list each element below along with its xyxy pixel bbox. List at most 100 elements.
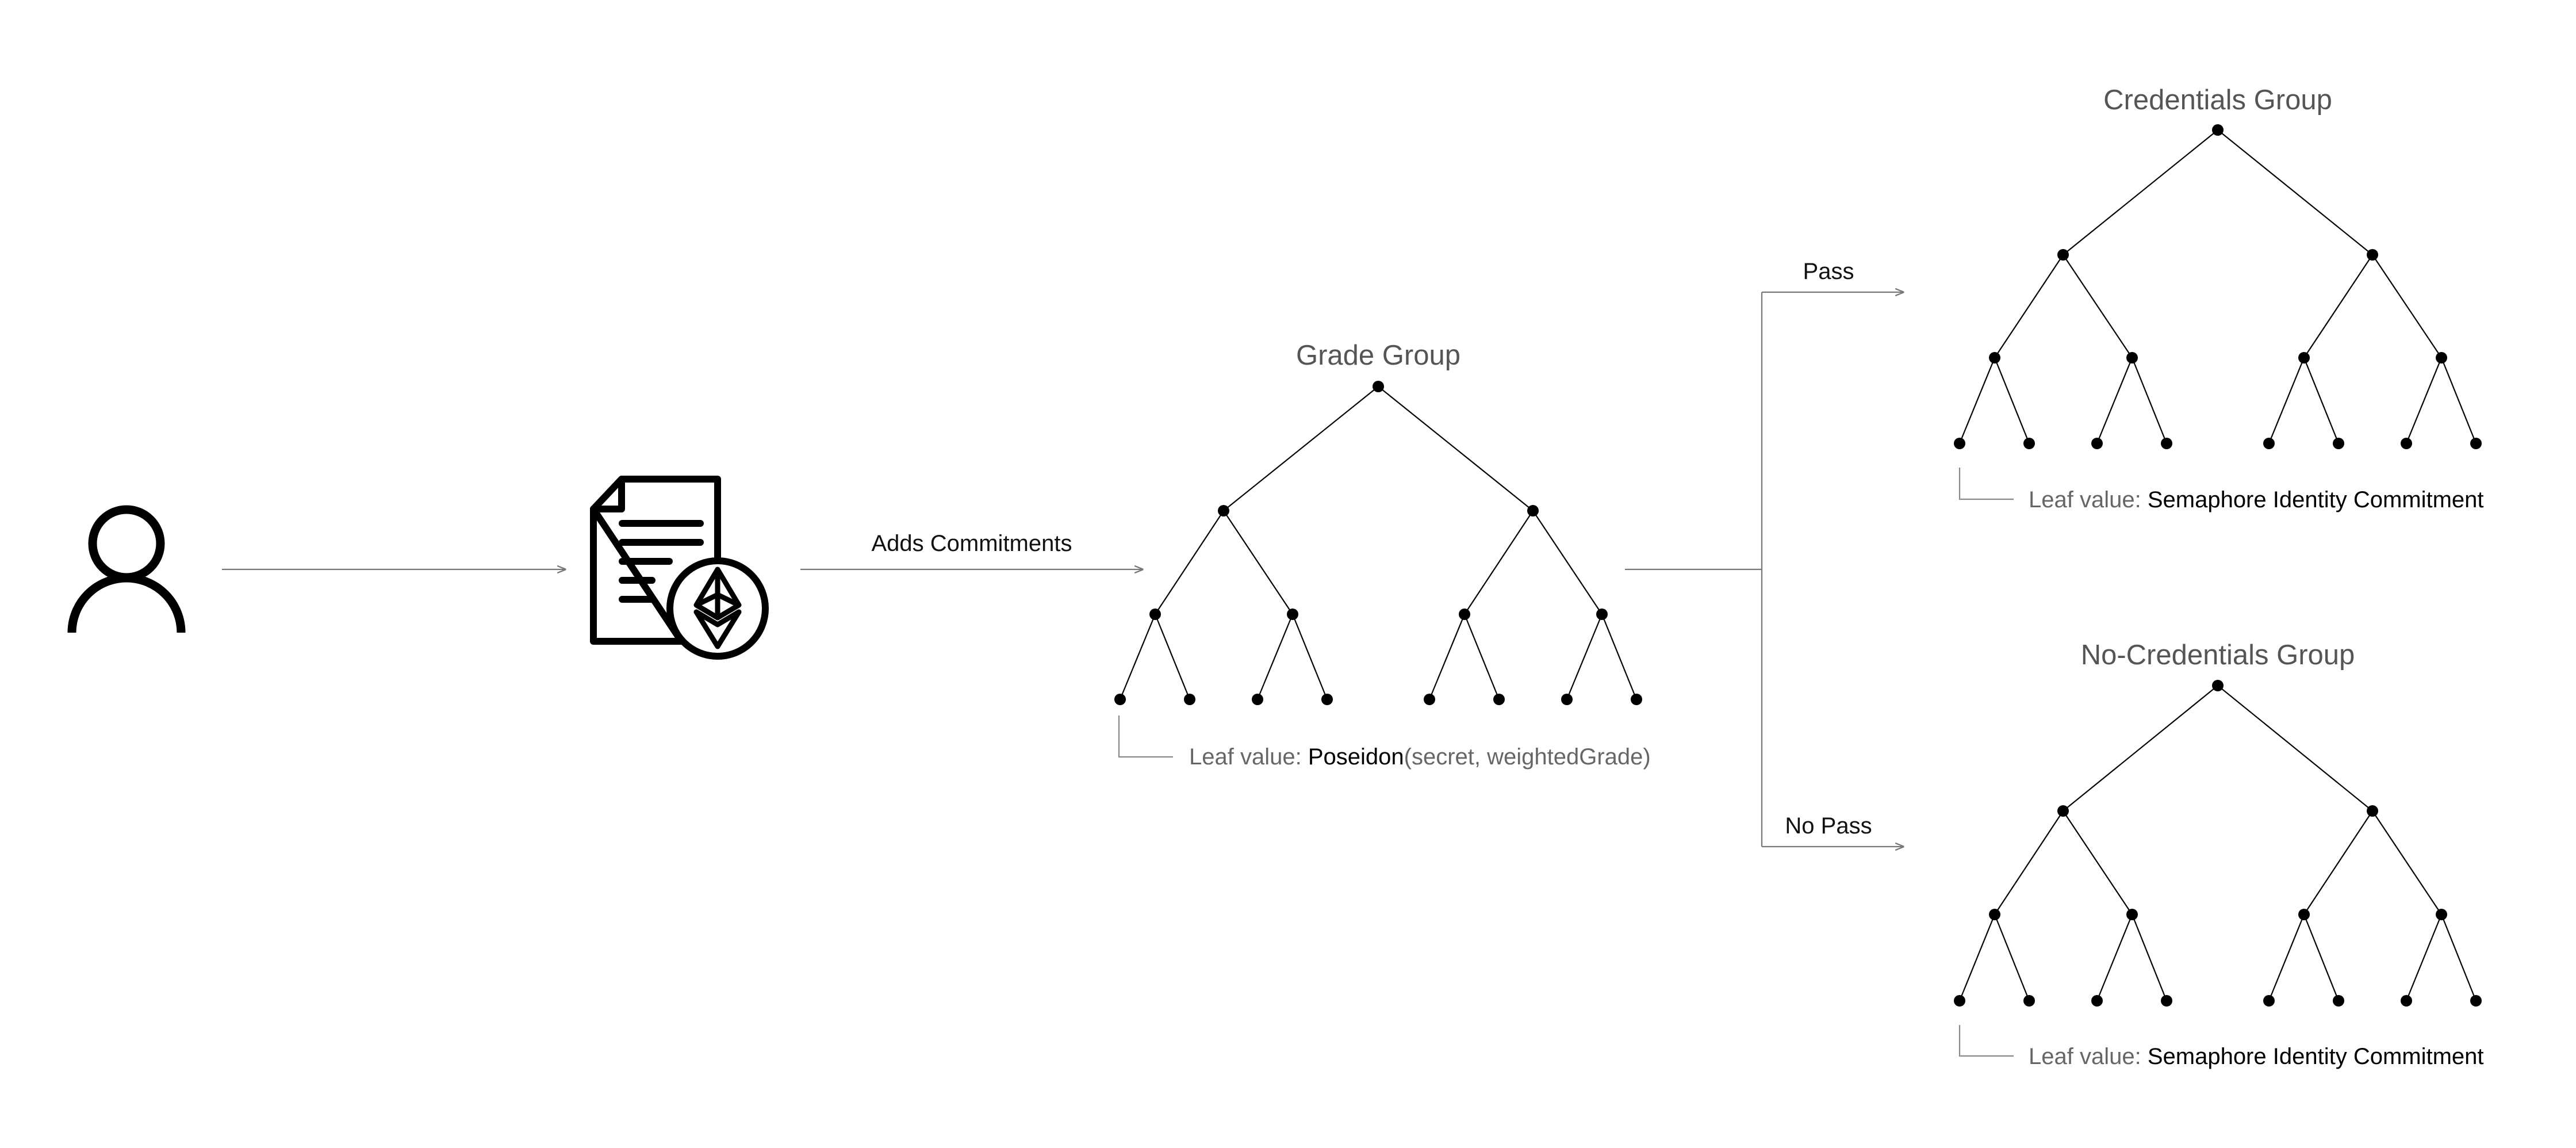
grade-tree-edge [1155,510,1224,615]
no-credentials-group-title: No-Credentials Group [2081,640,2355,671]
no-credentials-tree-node [2126,909,2138,920]
no-credentials-tree-node [2263,995,2275,1007]
grade-tree-node [1149,609,1161,620]
credentials-tree-node [2023,438,2035,449]
no-credentials-tree-node [2091,995,2103,1007]
credentials-tree-edge [1958,357,1996,444]
grade-group-title: Grade Group [1296,340,1460,371]
no-credentials-tree-edge [2405,914,2443,1001]
grade-tree-node [1631,694,1642,705]
svg-text:Leaf value: Poseidon(secret, w: Leaf value: Poseidon(secret, weightedGra… [1189,744,1651,770]
no-credentials-tree-edge [2372,810,2442,915]
no-credentials-tree-edge [1994,810,2064,915]
grade-tree-edge [1154,614,1191,700]
grade-tree-edge [1119,614,1156,700]
credentials-group-title: Credentials Group [2103,85,2332,116]
smart-contract-ethereum-icon [590,476,769,660]
no-credentials-tree-node [2161,995,2172,1007]
credentials-tree-node [2470,438,2482,449]
credentials-group-tree [1954,124,2482,449]
no-credentials-tree-node [2367,805,2378,817]
grade-tree-node [1252,694,1263,705]
grade-tree-node [1493,694,1505,705]
grade-tree-edge [1223,510,1293,615]
grade-tree-edge [1566,614,1603,700]
grade-tree-edge [1428,614,1466,700]
grade-tree-node [1184,694,1195,705]
grade-tree-edge [1378,386,1534,511]
grade-tree-node [1321,694,1333,705]
grade-tree-node [1424,694,1435,705]
no-credentials-tree-edge [2440,914,2477,1001]
no-credentials-tree-node [2057,805,2069,817]
no-credentials-leaf-prefix: Leaf value: [2029,1044,2148,1069]
grade-leaf-function: Poseidon [1308,744,1404,770]
grade-tree-edge [1256,614,1294,700]
no-credentials-group-tree [1954,680,2482,1007]
credentials-tree-edge [2303,357,2340,444]
user-icon [67,505,186,633]
grade-leaf-prefix: Leaf value: [1189,744,1308,770]
no-credentials-tree-node [2212,680,2224,691]
grade-group-tree [1114,381,1642,705]
credentials-leaf-value: Semaphore Identity Commitment [2148,487,2484,512]
no-credentials-leaf-annotation: Leaf value: Semaphore Identity Commitmen… [1958,1025,2484,1069]
no-credentials-leaf-value: Semaphore Identity Commitment [2148,1044,2484,1069]
pass-label: Pass [1803,259,1854,284]
grade-tree-edge [1223,386,1379,511]
no-credentials-tree-node [1989,909,2000,920]
grade-tree-node [1218,505,1229,516]
grade-tree-node [1527,505,1539,516]
svg-text:Leaf value: Semaphore Identity: Leaf value: Semaphore Identity Commitmen… [2029,487,2484,512]
credentials-tree-edge [2131,357,2168,444]
no-credentials-tree-node [1954,995,1965,1007]
credentials-leaf-prefix: Leaf value: [2029,487,2148,512]
credentials-tree-node [1954,438,1965,449]
credentials-tree-edge [2405,357,2443,444]
no-credentials-tree-edge [2303,810,2373,915]
grade-tree-node [1596,609,1608,620]
credentials-tree-node [2212,124,2224,136]
grade-tree-node [1287,609,1298,620]
no-credentials-tree-edge [1958,914,1996,1001]
credentials-tree-node [2161,438,2172,449]
credentials-tree-node [2126,352,2138,363]
no-credentials-tree-edge [2131,914,2168,1001]
grade-tree-edge [1291,614,1328,700]
credentials-leaf-annotation: Leaf value: Semaphore Identity Commitmen… [1958,468,2484,512]
svg-text:Leaf value: Semaphore Identity: Leaf value: Semaphore Identity Commitmen… [2029,1044,2484,1069]
grade-tree-node [1114,694,1126,705]
grade-leaf-args: (secret, weightedGrade) [1404,744,1651,770]
credentials-tree-node [2436,352,2447,363]
no-credentials-tree-edge [2096,914,2133,1001]
no-credentials-tree-node [2023,995,2035,1007]
no-pass-label: No Pass [1785,813,1872,839]
grade-tree-node [1561,694,1573,705]
grade-leaf-annotation: Leaf value: Poseidon(secret, weightedGra… [1118,715,1651,770]
grade-tree-edge [1532,510,1603,615]
credentials-tree-edge [1994,357,2030,444]
credentials-tree-node [2401,438,2412,449]
credentials-tree-edge [1994,254,2064,358]
grade-tree-edge [1463,614,1500,700]
grade-tree-node [1459,609,1470,620]
grade-tree-edge [1601,614,1638,700]
credentials-tree-edge [2372,254,2442,358]
grade-tree-node [1373,381,1384,392]
credentials-tree-node [2091,438,2103,449]
grade-tree-edge [1464,510,1534,615]
credentials-tree-node [1989,352,2000,363]
no-credentials-tree-node [2436,909,2447,920]
pass-split-connector [1625,292,1903,847]
no-credentials-tree-node [2401,995,2412,1007]
no-credentials-tree-edge [1994,914,2030,1001]
no-credentials-tree-edge [2063,685,2218,812]
credentials-tree-edge [2440,357,2477,444]
credentials-tree-edge [2063,129,2218,255]
credentials-tree-node [2298,352,2310,363]
no-credentials-tree-node [2333,995,2344,1007]
no-credentials-tree-node [2470,995,2482,1007]
adds-commitments-label: Adds Commitments [872,531,1072,556]
no-credentials-tree-edge [2217,685,2373,812]
